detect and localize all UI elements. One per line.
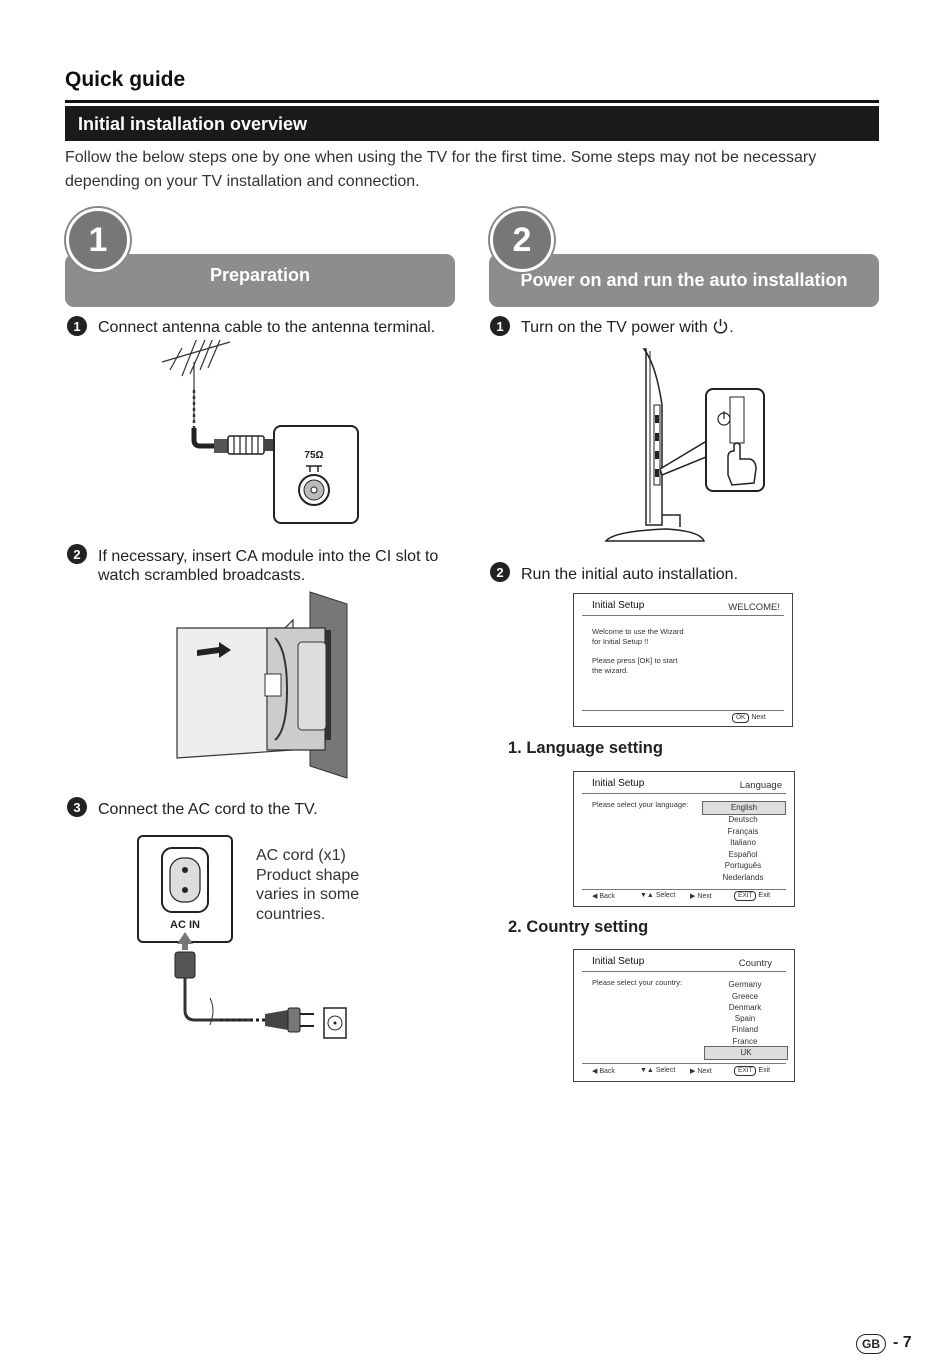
country-option[interactable]: Finland	[731, 1025, 759, 1034]
next-arrow-icon: ▶	[690, 1068, 696, 1075]
step2-item1-text: Turn on the TV power with	[521, 319, 708, 336]
language-option[interactable]: English	[702, 801, 786, 815]
region-badge: GB	[856, 1334, 886, 1354]
welcome-instruction: Please press [OK] to start the wizard.	[592, 656, 677, 675]
step1-item3-text: Connect the AC cord to the TV.	[98, 801, 318, 818]
country-option[interactable]: Greece	[731, 991, 759, 1001]
country-footer-select: ▼▲ Select	[640, 1067, 675, 1074]
next-label: Next	[751, 714, 766, 721]
title-rule	[65, 100, 879, 103]
exit-key: EXIT	[734, 891, 757, 901]
back-label: Back	[599, 1068, 615, 1075]
back-label: Back	[599, 893, 615, 900]
step2-item2-bullet: 2	[490, 562, 510, 582]
country-screen-label: Country	[738, 958, 772, 969]
welcome-instruction-line: Please press [OK] to start	[592, 656, 678, 665]
country-screen: Initial Setup Country Please select your…	[573, 949, 795, 1082]
next-label: Next	[697, 893, 712, 900]
language-footer-exit: EXIT Exit	[734, 891, 770, 901]
country-option[interactable]: Denmark	[728, 1003, 762, 1012]
power-icon	[713, 319, 728, 334]
ac-in-label: AC IN	[170, 919, 200, 931]
back-arrow-icon: ◀	[592, 893, 598, 900]
updown-arrow-icon: ▼▲	[640, 892, 654, 899]
section-title: Initial installation overview	[78, 114, 308, 134]
welcome-screen-label: WELCOME!	[728, 602, 780, 613]
ac-cord-note-line: varies in some	[256, 886, 360, 903]
intro-text: Follow the below steps one by one when u…	[65, 149, 817, 190]
ac-cord-note-line: countries.	[256, 905, 326, 923]
welcome-message-line: Welcome to use the Wizard	[592, 627, 684, 636]
ac-cord-note: AC cord (x1) Product shape varies in som…	[256, 846, 406, 924]
welcome-instruction-line: the wizard.	[592, 665, 629, 675]
step2-item2-text: Run the initial auto installation.	[521, 566, 739, 583]
ac-cord-note-line: Product shape	[256, 866, 360, 884]
ac-cord-note-line: AC cord (x1)	[256, 847, 346, 864]
step1-panel: Preparation	[65, 254, 455, 307]
section-bar: Initial installation overview	[65, 106, 879, 141]
language-option[interactable]: Italiano	[730, 838, 756, 847]
step2-item1-bullet: 1	[490, 316, 510, 336]
country-prompt: Please select your country:	[592, 978, 683, 987]
page-title: Quick guide	[65, 68, 186, 91]
country-option[interactable]: UK	[704, 1046, 788, 1060]
country-option[interactable]: Germany	[728, 980, 762, 989]
antenna-illustration: 75Ω	[161, 340, 359, 524]
country-footer-next: ▶ Next	[690, 1067, 712, 1075]
step2-panel: Power on and run the auto installation	[489, 254, 879, 307]
step1-title: Preparation	[209, 265, 311, 285]
country-option[interactable]: Spain	[734, 1014, 756, 1023]
language-option[interactable]: Nederlands	[722, 872, 764, 882]
language-option[interactable]: Deutsch	[728, 815, 758, 824]
select-label: Select	[655, 892, 676, 899]
country-footer-exit: EXIT Exit	[734, 1066, 770, 1076]
language-footer-back: ◀ Back	[592, 892, 615, 900]
welcome-screen: Initial Setup WELCOME! Welcome to use th…	[573, 593, 793, 727]
language-screen-title: Initial Setup	[592, 778, 645, 789]
next-arrow-icon: ▶	[690, 893, 696, 900]
language-option[interactable]: Français	[727, 826, 759, 836]
exit-label: Exit	[758, 892, 771, 899]
step2-title: Power on and run the auto installation	[520, 270, 848, 290]
welcome-message: Welcome to use the Wizard for Initial Se…	[592, 627, 684, 646]
step1-item2-text: If necessary, insert CA module into the …	[98, 548, 439, 584]
language-screen: Initial Setup Language Please select you…	[573, 771, 795, 907]
welcome-screen-title: Initial Setup	[592, 600, 645, 611]
step2-item1-suffix: .	[729, 319, 734, 336]
exit-label: Exit	[758, 1067, 771, 1074]
ok-key: OK	[732, 713, 750, 723]
ci-module-illustration	[176, 591, 348, 779]
language-heading: 1. Language setting	[508, 739, 663, 757]
country-footer-back: ◀ Back	[592, 1067, 615, 1075]
language-footer-select: ▼▲ Select	[640, 892, 675, 899]
next-label: Next	[697, 1068, 712, 1075]
ac-cord-illustration: AC IN	[137, 835, 347, 1039]
select-label: Select	[655, 1067, 676, 1074]
step1-number: 1	[66, 208, 130, 272]
welcome-footer: OK Next	[732, 713, 766, 723]
step1-item2-bullet: 2	[67, 544, 87, 564]
step1-item1-bullet: 1	[67, 316, 87, 336]
updown-arrow-icon: ▼▲	[640, 1067, 654, 1074]
language-footer-next: ▶ Next	[690, 892, 712, 900]
exit-key: EXIT	[734, 1066, 757, 1076]
language-prompt: Please select your language:	[592, 800, 689, 809]
page-number: - 7	[893, 1334, 912, 1351]
step2-number: 2	[490, 208, 554, 272]
back-arrow-icon: ◀	[592, 1068, 598, 1075]
country-option[interactable]: France	[732, 1036, 758, 1046]
country-screen-title: Initial Setup	[592, 956, 645, 967]
tv-side-illustration	[604, 348, 765, 542]
language-screen-label: Language	[739, 780, 782, 791]
antenna-ohm-label: 75Ω	[304, 450, 323, 461]
welcome-message-line: for Initial Setup !!	[592, 636, 649, 646]
step1-item3-bullet: 3	[67, 797, 87, 817]
step2-item1: Turn on the TV power with .	[521, 318, 851, 337]
language-option[interactable]: Portuguȇs	[724, 861, 762, 870]
language-option[interactable]: Español	[728, 849, 758, 859]
country-heading: 2. Country setting	[508, 918, 649, 936]
step1-item1-text: Connect antenna cable to the antenna ter…	[98, 319, 436, 336]
